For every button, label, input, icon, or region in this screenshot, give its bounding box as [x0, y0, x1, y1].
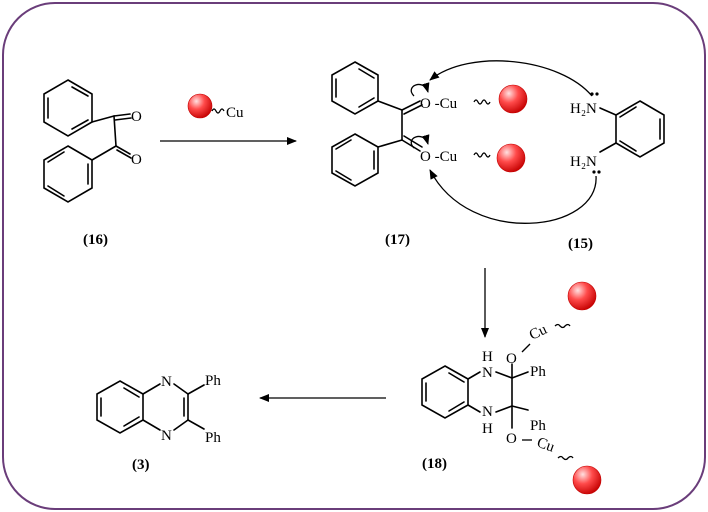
label-18: (18)	[422, 456, 447, 472]
atom-o: O	[506, 351, 517, 367]
atom-h2n: H₂N	[570, 154, 597, 170]
attack-arrow-top	[429, 60, 593, 97]
compound-15-diamine: H₂N H₂N	[570, 92, 665, 174]
atom-cu: Cu	[535, 435, 557, 456]
atom-cu: Cu	[527, 322, 550, 344]
compound-17-complex: O -Cu O -Cu	[331, 61, 528, 187]
polymer-bead	[496, 143, 526, 173]
polymer-bead	[572, 465, 602, 495]
atom-ph: Ph	[530, 418, 546, 434]
atom-o-cu: O -Cu	[420, 149, 458, 165]
atom-ph: Ph	[530, 364, 546, 380]
atom-h: H	[482, 421, 493, 437]
atom-n: N	[482, 404, 493, 420]
atom-o: O	[131, 152, 142, 168]
label-3: (3)	[132, 457, 150, 473]
polymer-bead	[187, 93, 213, 119]
atom-n: N	[161, 374, 172, 390]
compound-16-benzil: O O	[43, 79, 142, 203]
atom-o: O	[506, 431, 517, 447]
atom-n: N	[482, 365, 493, 381]
polymer-bead	[567, 281, 597, 311]
atom-ph: Ph	[205, 373, 221, 389]
attack-arrow-bottom	[429, 169, 597, 224]
label-17: (17)	[385, 232, 410, 248]
atom-ph: Ph	[205, 430, 221, 446]
reagent-supported-cu: Cu	[187, 93, 244, 121]
label-15: (15)	[568, 236, 593, 252]
atom-n: N	[161, 428, 172, 444]
label-16: (16)	[83, 232, 108, 248]
atom-h: H	[482, 349, 493, 365]
atom-o: O	[131, 109, 142, 125]
atom-cu: Cu	[226, 105, 244, 121]
atom-o-cu: O -Cu	[420, 96, 458, 112]
atom-h2n: H₂N	[570, 101, 597, 117]
polymer-bead	[498, 84, 528, 114]
compound-3-quinoxaline: N N Ph Ph	[96, 373, 221, 446]
compound-18-intermediate: H N N H Ph Ph O O Cu Cu	[421, 281, 602, 495]
